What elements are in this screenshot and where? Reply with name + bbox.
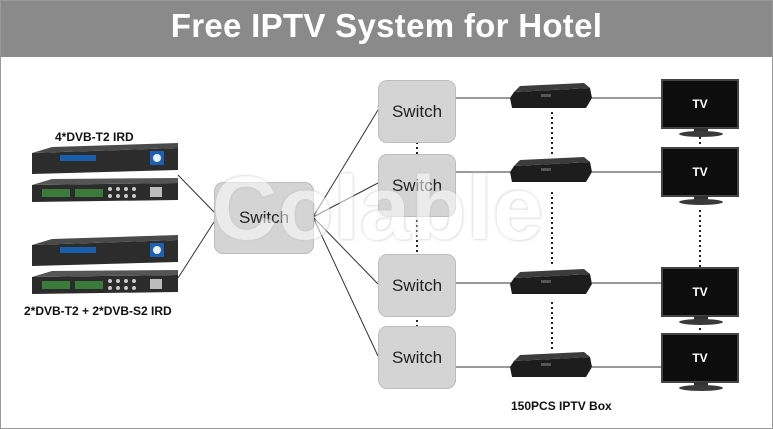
tv-label-3: TV: [692, 285, 707, 299]
tv-icon-3: [661, 267, 739, 325]
switch-2: Switch: [378, 154, 456, 217]
tv-icon-1: [661, 79, 739, 137]
tv-icon-2: [661, 147, 739, 205]
line-main-to-switch-4: [312, 216, 379, 357]
tv-label-2: TV: [692, 165, 707, 179]
switch-1: Switch: [378, 80, 456, 143]
iptv-box-label: 150PCS IPTV Box: [511, 399, 612, 413]
line-main-to-switch-1: [312, 109, 379, 218]
iptv-box-icon-3: [510, 269, 592, 294]
ird-top-icon: [32, 143, 178, 202]
line-main-to-switch-2: [312, 182, 379, 218]
line-ird-top-to-switch: [177, 174, 215, 213]
title-bar: Free IPTV System for Hotel: [1, 1, 772, 57]
iptv-box-icon-1: [510, 83, 592, 108]
iptv-box-icon-4: [510, 352, 592, 377]
tv-label-1: TV: [692, 97, 707, 111]
tv-label-4: TV: [692, 351, 707, 365]
ird-bottom-label: 2*DVB-T2 + 2*DVB-S2 IRD: [24, 304, 172, 318]
line-ird-bottom-to-switch: [177, 221, 215, 279]
page-title: Free IPTV System for Hotel: [170, 7, 603, 44]
ird-bottom-icon: [32, 235, 178, 294]
line-main-to-switch-3: [312, 216, 379, 285]
tv-icon-4: [661, 333, 739, 391]
switch-3: Switch: [378, 254, 456, 317]
switch-4: Switch: [378, 326, 456, 389]
main-switch: Switch: [214, 182, 314, 254]
iptv-box-icon-2: [510, 157, 592, 182]
ird-top-label: 4*DVB-T2 IRD: [55, 130, 134, 144]
watermark: Colable: [212, 159, 545, 259]
